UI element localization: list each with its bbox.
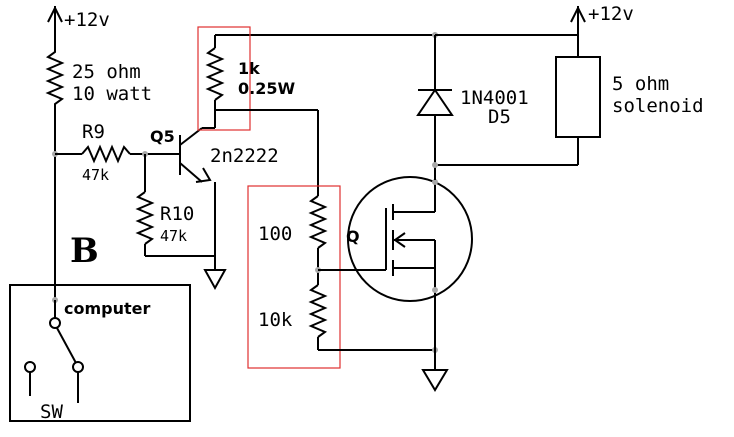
- solenoid-coil: [555, 56, 601, 138]
- section-letter: B: [70, 231, 99, 271]
- power-resistor-rating: 10 watt: [72, 83, 152, 105]
- r9-name: R9: [82, 121, 105, 143]
- r10-value: 47k: [160, 227, 187, 245]
- computer-label: computer: [64, 299, 150, 318]
- r10k-value: 10k: [258, 309, 293, 331]
- r1k-resistor: [205, 47, 225, 101]
- solenoid-value: 5 ohm: [612, 73, 669, 95]
- r9-value: 47k: [82, 166, 109, 184]
- switch-sw: [24, 317, 84, 403]
- r10k-resistor: [308, 284, 328, 338]
- junction-node: [432, 179, 438, 185]
- left-supply-arrow: [47, 5, 63, 40]
- diode-part: 1N4001: [460, 87, 529, 109]
- junction-node: [432, 162, 438, 168]
- right-supply-arrow: [570, 5, 586, 57]
- r10-name: R10: [160, 203, 194, 225]
- diode-name: D5: [488, 106, 511, 128]
- diode-d5: [416, 88, 454, 116]
- r1k-highlight-box: [197, 26, 251, 131]
- divider-highlight-box: [247, 185, 341, 369]
- left-supply-label: +12v: [64, 9, 110, 31]
- r9-resistor: [81, 144, 131, 164]
- solenoid-name: solenoid: [612, 95, 704, 117]
- q5-part: 2n2222: [210, 145, 279, 167]
- r1k-rating: 0.25W: [238, 79, 295, 98]
- q5-name: Q5: [150, 127, 175, 146]
- r100-value: 100: [258, 223, 292, 245]
- switch-label: SW: [40, 401, 63, 423]
- q5-transistor: [179, 127, 215, 183]
- r100-resistor: [308, 195, 328, 249]
- ground-symbol-main: [421, 369, 449, 392]
- right-supply-label: +12v: [588, 3, 634, 25]
- power-resistor-value: 25 ohm: [72, 61, 141, 83]
- r10-resistor: [135, 191, 155, 245]
- computer-box: [9, 284, 191, 422]
- ground-symbol-q5: [203, 269, 227, 291]
- r1k-value: 1k: [238, 59, 260, 78]
- power-resistor: [45, 40, 65, 112]
- mosfet-name: Q: [346, 227, 360, 246]
- mosfet-q: [347, 176, 473, 350]
- junction-node: [432, 287, 438, 293]
